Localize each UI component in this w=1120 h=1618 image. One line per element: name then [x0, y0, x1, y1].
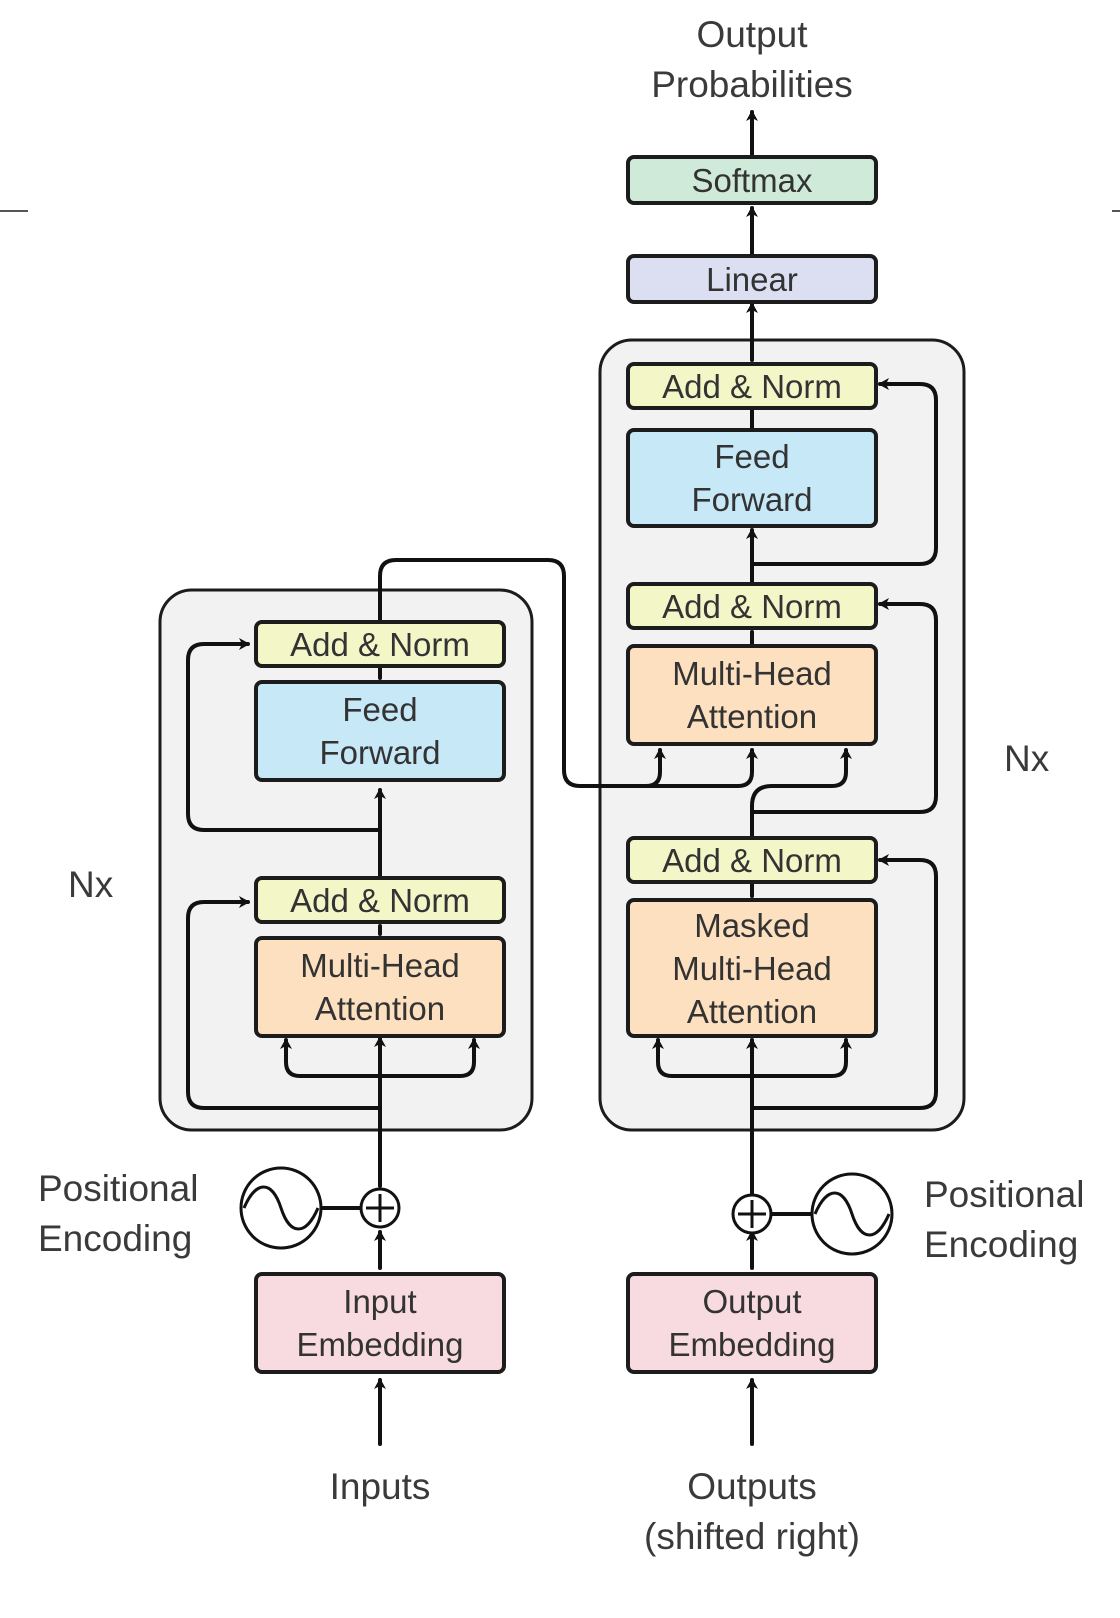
encoder-add-norm-top: Add & Norm — [254, 620, 506, 668]
left-positional-encoding-label: Positional Encoding — [38, 1168, 199, 1259]
encoder-repeat-label: Nx — [68, 864, 114, 905]
arrow-dec-value — [750, 1038, 852, 1078]
softmax-block: Softmax — [626, 155, 878, 205]
decoder-add-norm-top: Add & Norm — [626, 362, 878, 410]
right-positional-encoding-label: Positional Encoding — [924, 1174, 1085, 1265]
encoder-add-norm-bottom: Add & Norm — [254, 876, 506, 924]
output-probabilities-label: Output Probabilities — [651, 14, 853, 105]
enc-residual-1 — [186, 896, 382, 1110]
output-embedding-block: Output Embedding — [626, 1272, 878, 1374]
decoder-add-norm-mid: Add & Norm — [626, 582, 878, 630]
decoder-masked-multi-head-attention: Masked Multi-Head Attention — [626, 898, 878, 1038]
arrow-dec-key — [652, 1038, 754, 1078]
arrow-enc-key — [280, 1038, 382, 1078]
linear-block: Linear — [626, 254, 878, 304]
decoder-feed-forward: Feed Forward — [626, 428, 878, 528]
outputs-label: Outputs (shifted right) — [644, 1466, 860, 1557]
decoder-multi-head-attention: Multi-Head Attention — [626, 644, 878, 746]
inputs-label: Inputs — [329, 1466, 431, 1507]
input-embedding-block: Input Embedding — [254, 1272, 506, 1374]
enc-residual-2 — [186, 638, 382, 832]
decoder-add-norm-bottom: Add & Norm — [626, 836, 878, 884]
dec-residual-2 — [750, 598, 938, 814]
decoder-repeat-label: Nx — [1004, 738, 1050, 779]
encoder-multi-head-attention: Multi-Head Attention — [254, 936, 506, 1038]
encoder-output-to-decoder-2 — [644, 748, 758, 788]
dec-residual-3 — [750, 378, 938, 566]
arrow-enc-value — [378, 1038, 480, 1078]
dec-query-to-attention — [750, 748, 852, 838]
encoder-feed-forward: Feed Forward — [254, 680, 506, 782]
encoder-block — [158, 588, 534, 1132]
dec-residual-1 — [750, 854, 938, 1110]
